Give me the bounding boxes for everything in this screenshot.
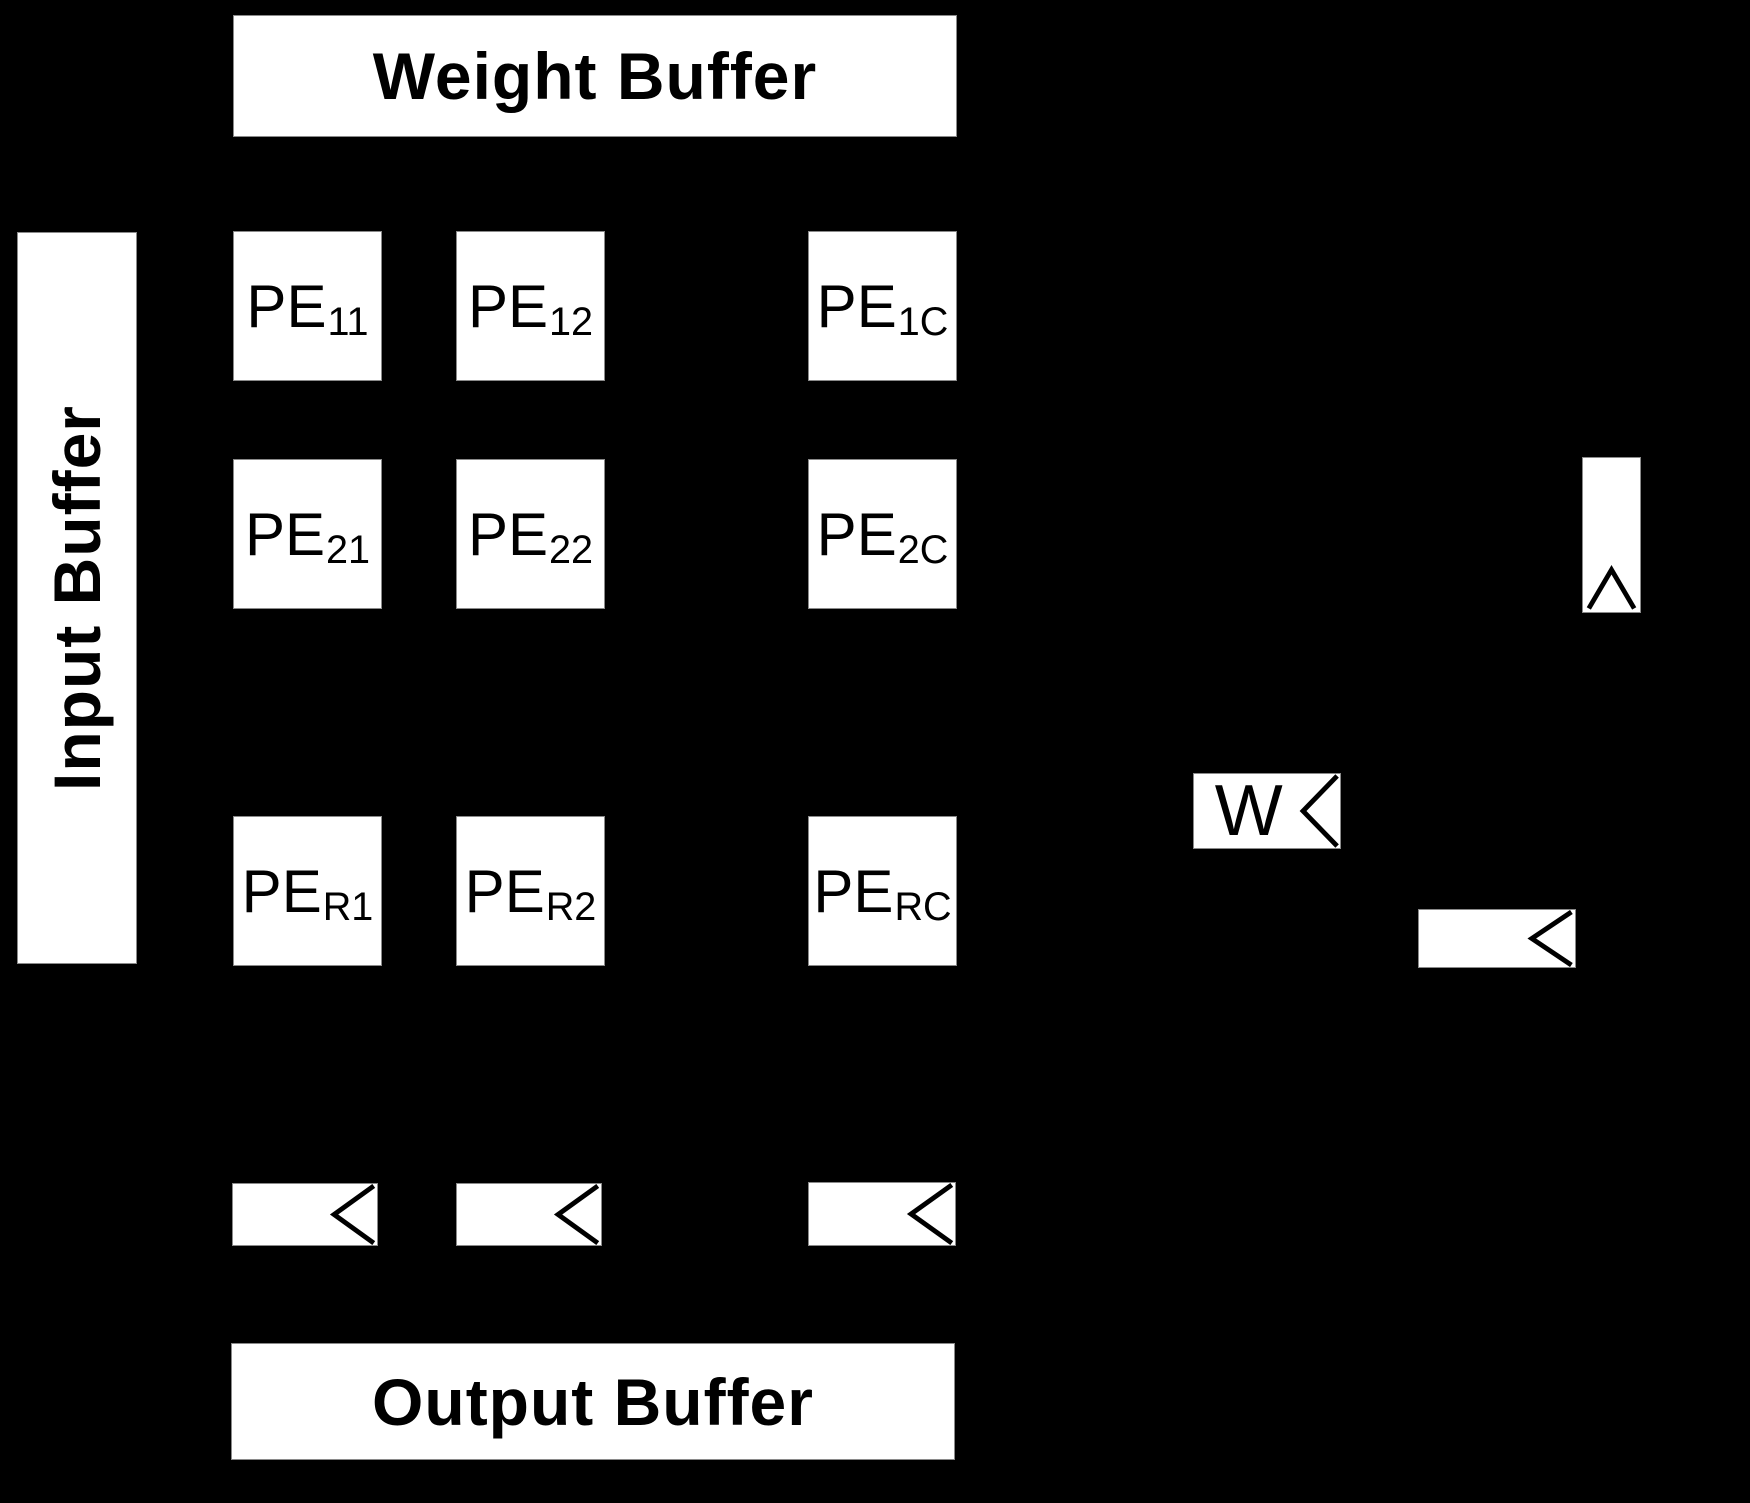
pe-cell-22: PE22 (456, 459, 605, 609)
weight-register-label: W (1214, 771, 1283, 851)
pe-cell-label: PERC (813, 857, 952, 930)
input-buffer-label: Input Buffer (40, 405, 114, 791)
accumulator-register (1418, 909, 1576, 968)
pe-cell-label: PE12 (467, 272, 594, 345)
pe-cell-label: PE22 (467, 500, 594, 573)
pe-cell-2C: PE2C (808, 459, 957, 609)
weight-register: W (1193, 771, 1341, 851)
column-register-C (808, 1182, 956, 1246)
clock-wedge-icon (329, 1184, 376, 1245)
weight-buffer-box: Weight Buffer (233, 15, 957, 137)
pe-cell-label: PE2C (816, 500, 949, 573)
output-buffer-label: Output Buffer (372, 1364, 814, 1439)
pe-cell-R2: PER2 (456, 816, 605, 966)
clock-wedge-icon (1299, 774, 1339, 848)
pe-cell-R1: PER1 (233, 816, 382, 966)
pe-cell-label: PE1C (816, 272, 949, 345)
pe-cell-label: PE11 (246, 272, 369, 345)
clock-wedge-icon (906, 1183, 954, 1245)
pe-cell-11: PE11 (233, 231, 382, 381)
pe-cell-label: PE21 (244, 500, 371, 573)
weight-buffer-label: Weight Buffer (372, 39, 818, 113)
clock-triangle-icon (1586, 565, 1637, 610)
pe-cell-12: PE12 (456, 231, 605, 381)
pe-cell-label: PER2 (464, 857, 597, 930)
input-buffer-box: Input Buffer (17, 232, 137, 964)
pe-cell-21: PE21 (233, 459, 382, 609)
pe-cell-1C: PE1C (808, 231, 957, 381)
column-register-1 (232, 1183, 378, 1246)
pe-cell-label: PER1 (241, 857, 374, 930)
clock-wedge-icon (553, 1184, 600, 1245)
clock-wedge-icon (1527, 910, 1573, 967)
pe-cell-RC: PERC (808, 816, 957, 966)
output-buffer-box: Output Buffer (231, 1343, 955, 1460)
vertical-input-register (1582, 457, 1641, 613)
column-register-2 (456, 1183, 602, 1246)
